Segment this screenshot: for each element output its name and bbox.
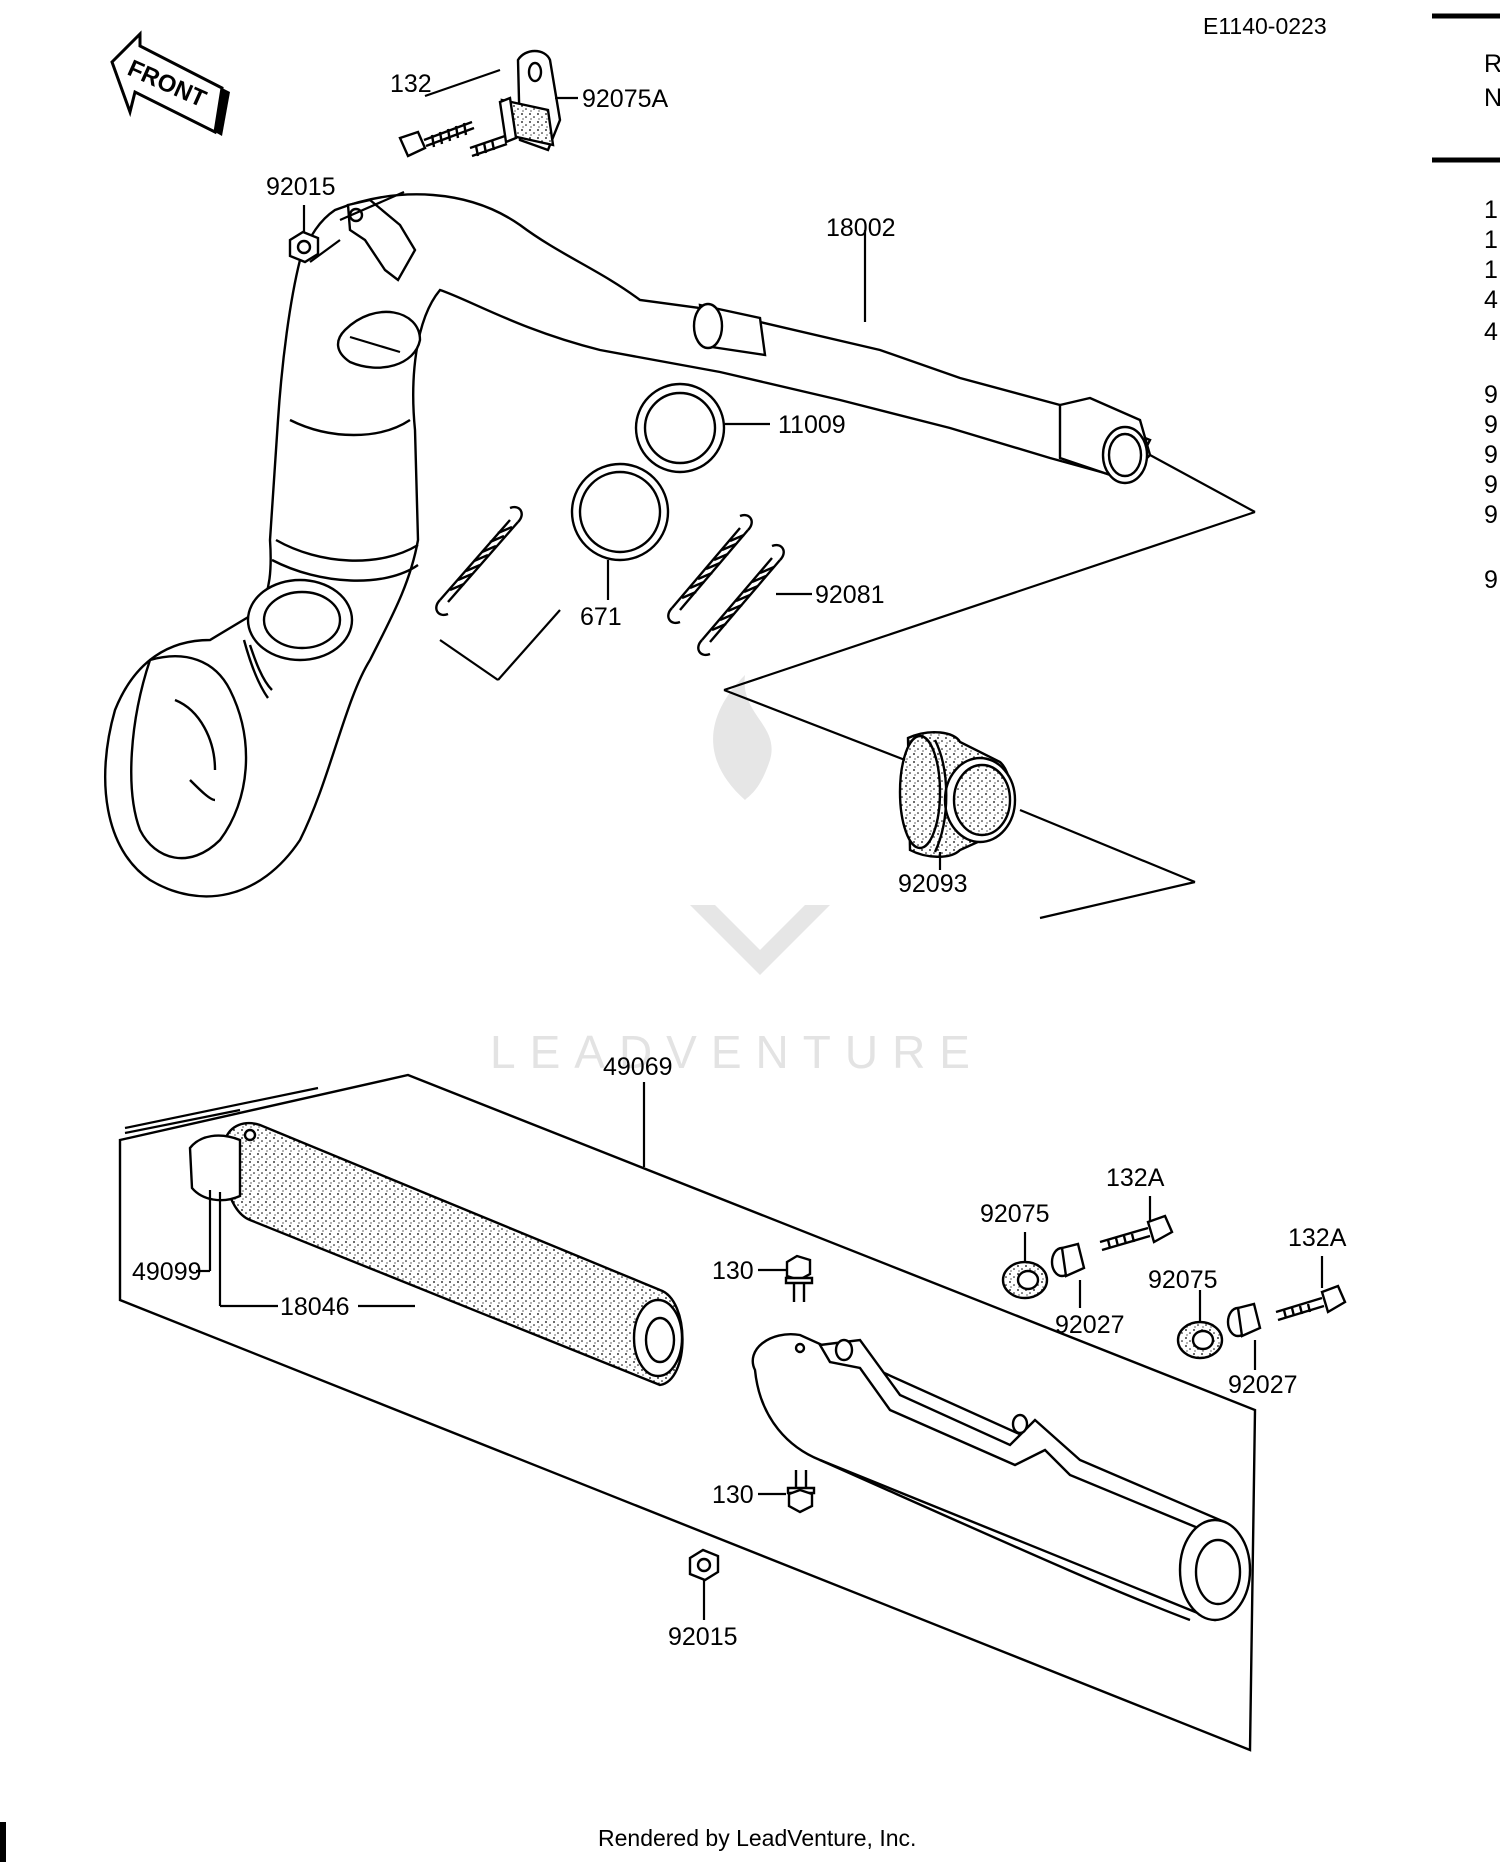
watermark-text: LEADVENTURE xyxy=(490,1026,984,1078)
side-fragment: 1 xyxy=(1484,256,1498,284)
page-corner-mark xyxy=(0,1822,6,1862)
collar-92027-a xyxy=(1050,1242,1086,1278)
bolt-130-bottom xyxy=(786,1470,816,1514)
bolt-130-top xyxy=(784,1254,814,1302)
callout-18046: 18046 xyxy=(280,1293,350,1321)
bolt-132 xyxy=(398,120,475,158)
nut-92015-bottom xyxy=(688,1548,720,1582)
bolt-132A-a xyxy=(1099,1214,1174,1252)
callout-132A-b: 132A xyxy=(1288,1224,1347,1252)
callout-49099: 49099 xyxy=(132,1258,202,1286)
collar-92027-b xyxy=(1226,1302,1262,1338)
callout-92075-a: 92075 xyxy=(980,1200,1050,1228)
render-credit: Rendered by LeadVenture, Inc. xyxy=(598,1825,916,1851)
side-fragment: 1 xyxy=(1484,226,1498,254)
callout-92027-a: 92027 xyxy=(1055,1311,1125,1339)
side-fragment: 9 xyxy=(1484,471,1498,499)
damper-92075-a xyxy=(1001,1260,1049,1300)
side-fragment: 9 xyxy=(1484,566,1498,594)
grommet-92093 xyxy=(898,731,1017,858)
diagram-ref-code: E1140-0223 xyxy=(1203,13,1327,39)
spring-92081-right xyxy=(697,543,785,657)
callout-130-bottom: 130 xyxy=(712,1481,754,1509)
lower-leader-lines xyxy=(196,1082,1324,1620)
callout-92081: 92081 xyxy=(815,581,885,609)
callout-671: 671 xyxy=(580,603,622,631)
gasket-11009 xyxy=(634,382,726,474)
damper-92075-b xyxy=(1176,1320,1224,1360)
callout-92027-b: 92027 xyxy=(1228,1371,1298,1399)
callout-130-top: 130 xyxy=(712,1257,754,1285)
side-fragment: 9 xyxy=(1484,501,1498,529)
callout-92075-b: 92075 xyxy=(1148,1266,1218,1294)
callout-18002: 18002 xyxy=(826,214,896,242)
stud-bolt xyxy=(469,134,508,158)
leadventure-watermark: LEADVENTURE xyxy=(490,675,984,1078)
nut-92015-top xyxy=(288,230,320,264)
side-fragment: 9 xyxy=(1484,381,1498,409)
upper-leader-lines xyxy=(302,68,1256,920)
silencer-body-18046 xyxy=(188,1121,684,1387)
bracket-damper-92075A xyxy=(498,49,562,152)
side-fragment: 4 xyxy=(1484,286,1498,314)
gasket-671 xyxy=(570,462,670,562)
side-fragment: 9 xyxy=(1484,441,1498,469)
side-fragment: 9 xyxy=(1484,411,1498,439)
spring-92081-left xyxy=(435,505,523,617)
callout-92075A: 92075A xyxy=(582,85,669,113)
silencer-cover xyxy=(751,1333,1252,1622)
side-fragment: R xyxy=(1484,50,1500,78)
side-fragment: N xyxy=(1484,84,1500,112)
side-fragment: 4 xyxy=(1484,318,1498,346)
callout-49069: 49069 xyxy=(603,1053,673,1081)
callout-132: 132 xyxy=(390,70,432,98)
side-fragment: 1 xyxy=(1484,196,1498,224)
spring-92081-middle xyxy=(667,513,753,625)
front-arrow-icon: FRONT xyxy=(110,30,230,136)
callout-92093: 92093 xyxy=(898,870,968,898)
callout-132A-a: 132A xyxy=(1106,1164,1165,1192)
side-parts-column: R N 1 1 1 4 4 9 9 9 9 9 9 xyxy=(1432,13,1500,594)
callout-11009: 11009 xyxy=(778,411,846,439)
callout-92015-bottom: 92015 xyxy=(668,1623,738,1651)
silencer-assy-panel xyxy=(118,1073,1257,1752)
callout-92015-top: 92015 xyxy=(266,173,336,201)
exhaust-pipe-18002 xyxy=(103,193,1152,898)
bolt-132A-b xyxy=(1275,1284,1347,1322)
